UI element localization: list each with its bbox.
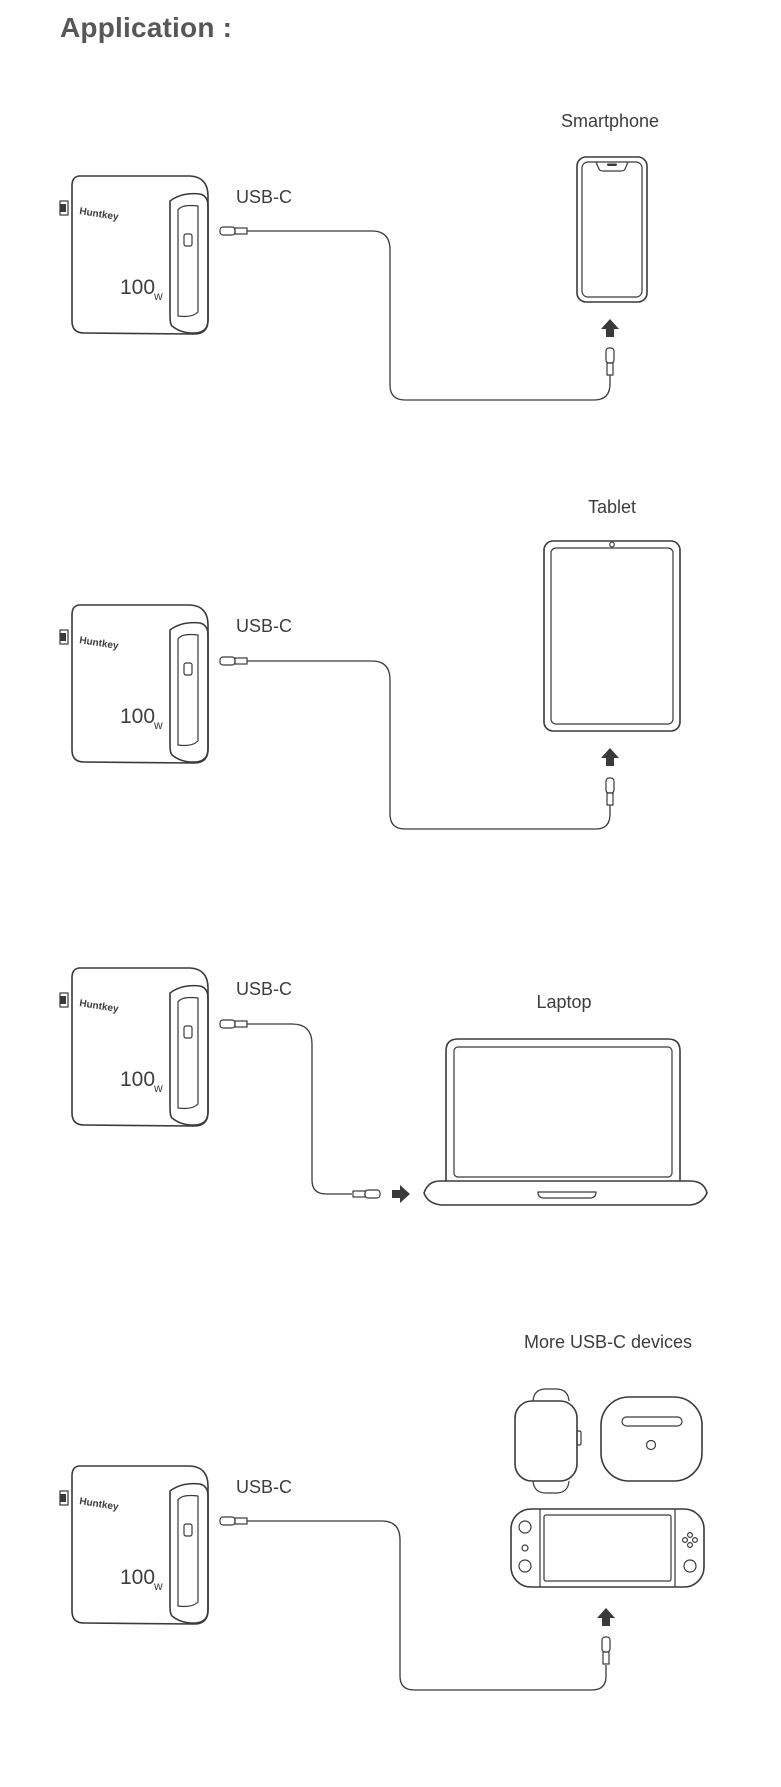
usb-c-cable (247, 230, 611, 401)
charger-icon: Huntkey 100 w (59, 604, 209, 764)
charger-unit-label: w (153, 289, 163, 303)
smartphone-icon (576, 156, 648, 303)
scene-tablet: Huntkey 100 w USB-C Tablet (59, 497, 681, 830)
usb-c-plug-icon (219, 1516, 248, 1526)
cable-label: USB-C (236, 187, 292, 207)
charger-wattage-label: 100 (120, 1068, 155, 1091)
charger-wattage-label: 100 (120, 276, 155, 299)
cable-label: USB-C (236, 979, 292, 999)
usb-c-plug-icon (352, 1189, 381, 1199)
charger-brand-label: Huntkey (79, 998, 120, 1015)
device-label: Laptop (536, 992, 591, 1012)
charger-brand-label: Huntkey (79, 206, 120, 223)
laptop-icon (423, 1038, 708, 1206)
charger-brand-label: Huntkey (79, 635, 120, 652)
smartwatch-icon (514, 1388, 582, 1494)
usb-c-plug-icon (605, 347, 615, 376)
device-label: Tablet (588, 497, 636, 517)
charger-brand-label: Huntkey (79, 1496, 120, 1513)
usb-c-plug-icon (219, 1019, 248, 1029)
arrow-up-icon (597, 1608, 615, 1626)
arrow-right-icon (392, 1185, 410, 1203)
usb-c-plug-icon (605, 777, 615, 806)
scene-more-devices: Huntkey 100 w USB-C (59, 1332, 705, 1691)
usb-c-plug-icon (219, 656, 248, 666)
usb-c-plug-icon (601, 1636, 611, 1665)
page-title: Application : (60, 12, 233, 43)
arrow-up-icon (601, 748, 619, 766)
earbuds-case-icon (600, 1396, 703, 1482)
cable-label: USB-C (236, 616, 292, 636)
device-label: Smartphone (561, 111, 659, 131)
game-console-icon (510, 1508, 705, 1588)
tablet-icon (543, 540, 681, 732)
charger-unit-label: w (153, 718, 163, 732)
usb-c-cable (247, 660, 611, 830)
scene-smartphone: Huntkey 100 w USB-C Smartphone (59, 111, 659, 401)
charger-unit-label: w (153, 1579, 163, 1593)
charger-wattage-label: 100 (120, 1566, 155, 1589)
usb-c-cable (247, 1023, 352, 1195)
charger-icon: Huntkey 100 w (59, 175, 209, 335)
usb-c-cable (247, 1520, 607, 1691)
charger-icon: Huntkey 100 w (59, 967, 209, 1127)
cable-label: USB-C (236, 1477, 292, 1497)
charger-unit-label: w (153, 1081, 163, 1095)
charger-icon: Huntkey 100 w (59, 1465, 209, 1625)
charger-wattage-label: 100 (120, 705, 155, 728)
scene-laptop: Huntkey 100 w USB-C Laptop (59, 967, 708, 1206)
arrow-up-icon (601, 319, 619, 337)
device-label: More USB-C devices (524, 1332, 692, 1352)
usb-c-plug-icon (219, 226, 248, 236)
